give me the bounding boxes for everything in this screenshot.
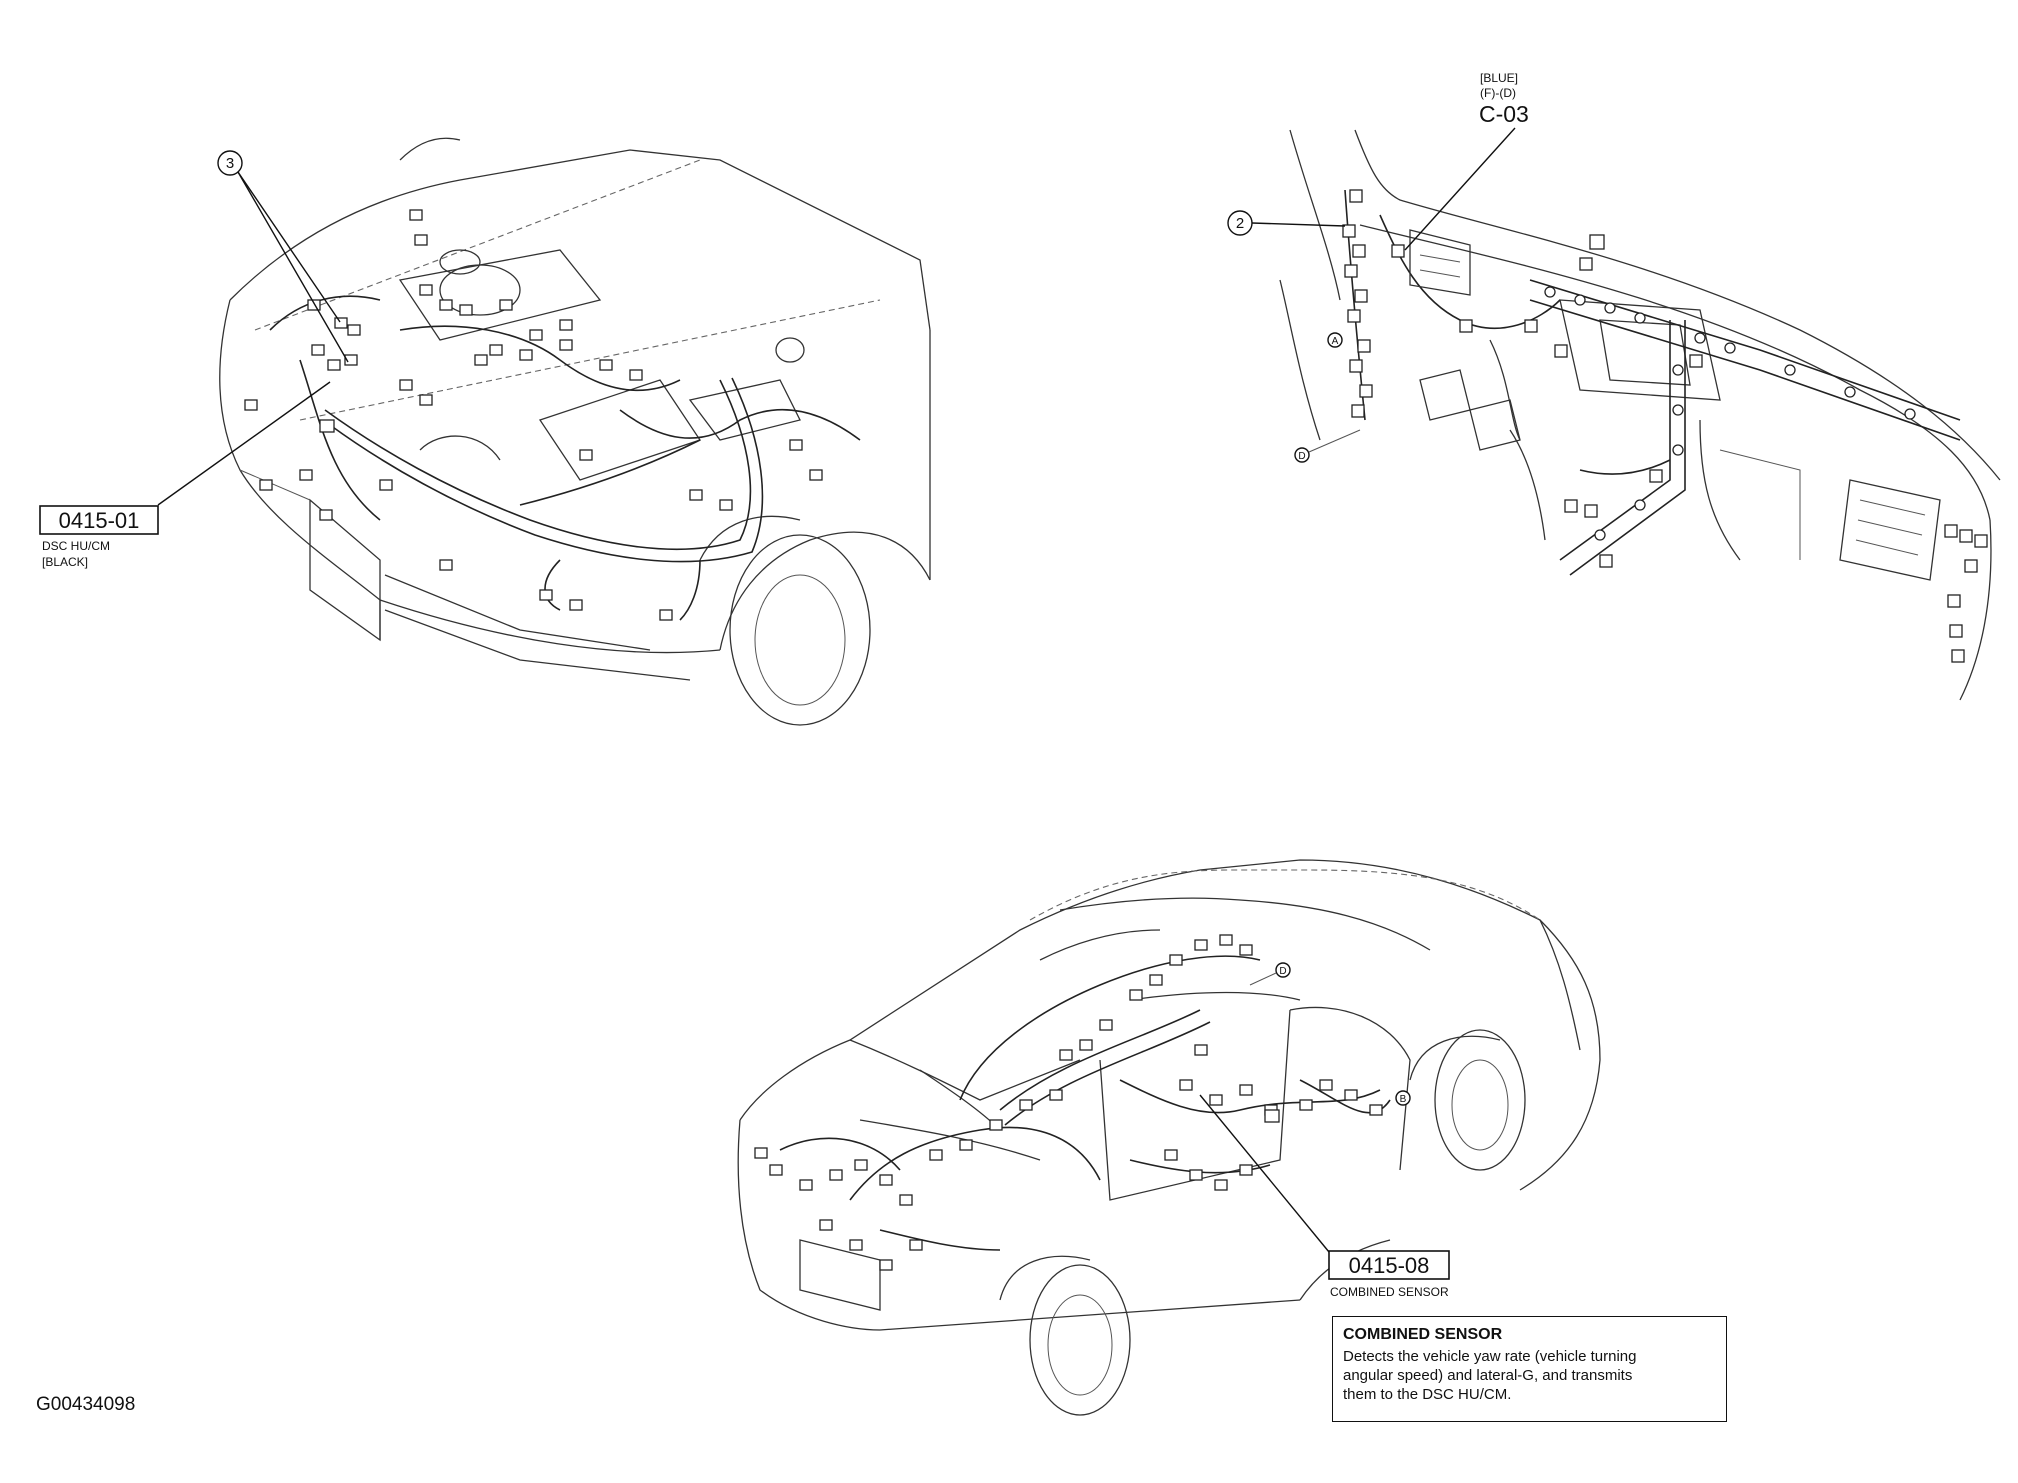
description-box: COMBINED SENSOR Detects the vehicle yaw … [1332, 1316, 1727, 1422]
connector-0415-01: 0415-01 DSC HU/CM [BLACK] [39, 381, 331, 569]
callout-3: 3 [217, 150, 349, 363]
body-markers: D B [1249, 962, 1411, 1106]
connector-0415-08: 0415-08 COMBINED SENSOR [1199, 1094, 1450, 1299]
connector-name: DSC HU/CM [42, 539, 110, 553]
connector-color: [BLACK] [42, 555, 88, 569]
figure-id: G00434098 [36, 1394, 136, 1415]
callout-2-label: 2 [1236, 215, 1244, 232]
connector-code: C-03 [1479, 101, 1529, 127]
connector-code: 0415-01 [59, 508, 140, 533]
callout-2: 2 [1227, 210, 1346, 236]
description-title: COMBINED SENSOR [1343, 1326, 1503, 1343]
marker-a: A [1332, 336, 1339, 347]
engine-bay-illustration [219, 137, 931, 726]
connector-name: COMBINED SENSOR [1330, 1285, 1449, 1299]
connector-code: 0415-08 [1349, 1253, 1430, 1278]
marker-d: D [1279, 966, 1286, 977]
description-line-1: Detects the vehicle yaw rate (vehicle tu… [1343, 1348, 1637, 1365]
dashboard-illustration [1279, 129, 2001, 701]
dashboard-markers: A D [1294, 332, 1361, 463]
connector-c-03: [BLUE] (F)-(D) C-03 [1404, 71, 1529, 251]
description-line-2: angular speed) and lateral-G, and transm… [1343, 1367, 1633, 1384]
callout-3-label: 3 [226, 155, 234, 172]
connector-color: [BLUE] [1480, 71, 1518, 85]
connector-pins: (F)-(D) [1480, 86, 1516, 100]
marker-b: B [1400, 1094, 1407, 1105]
marker-d: D [1298, 451, 1305, 462]
description-line-3: them to the DSC HU/CM. [1343, 1386, 1512, 1403]
